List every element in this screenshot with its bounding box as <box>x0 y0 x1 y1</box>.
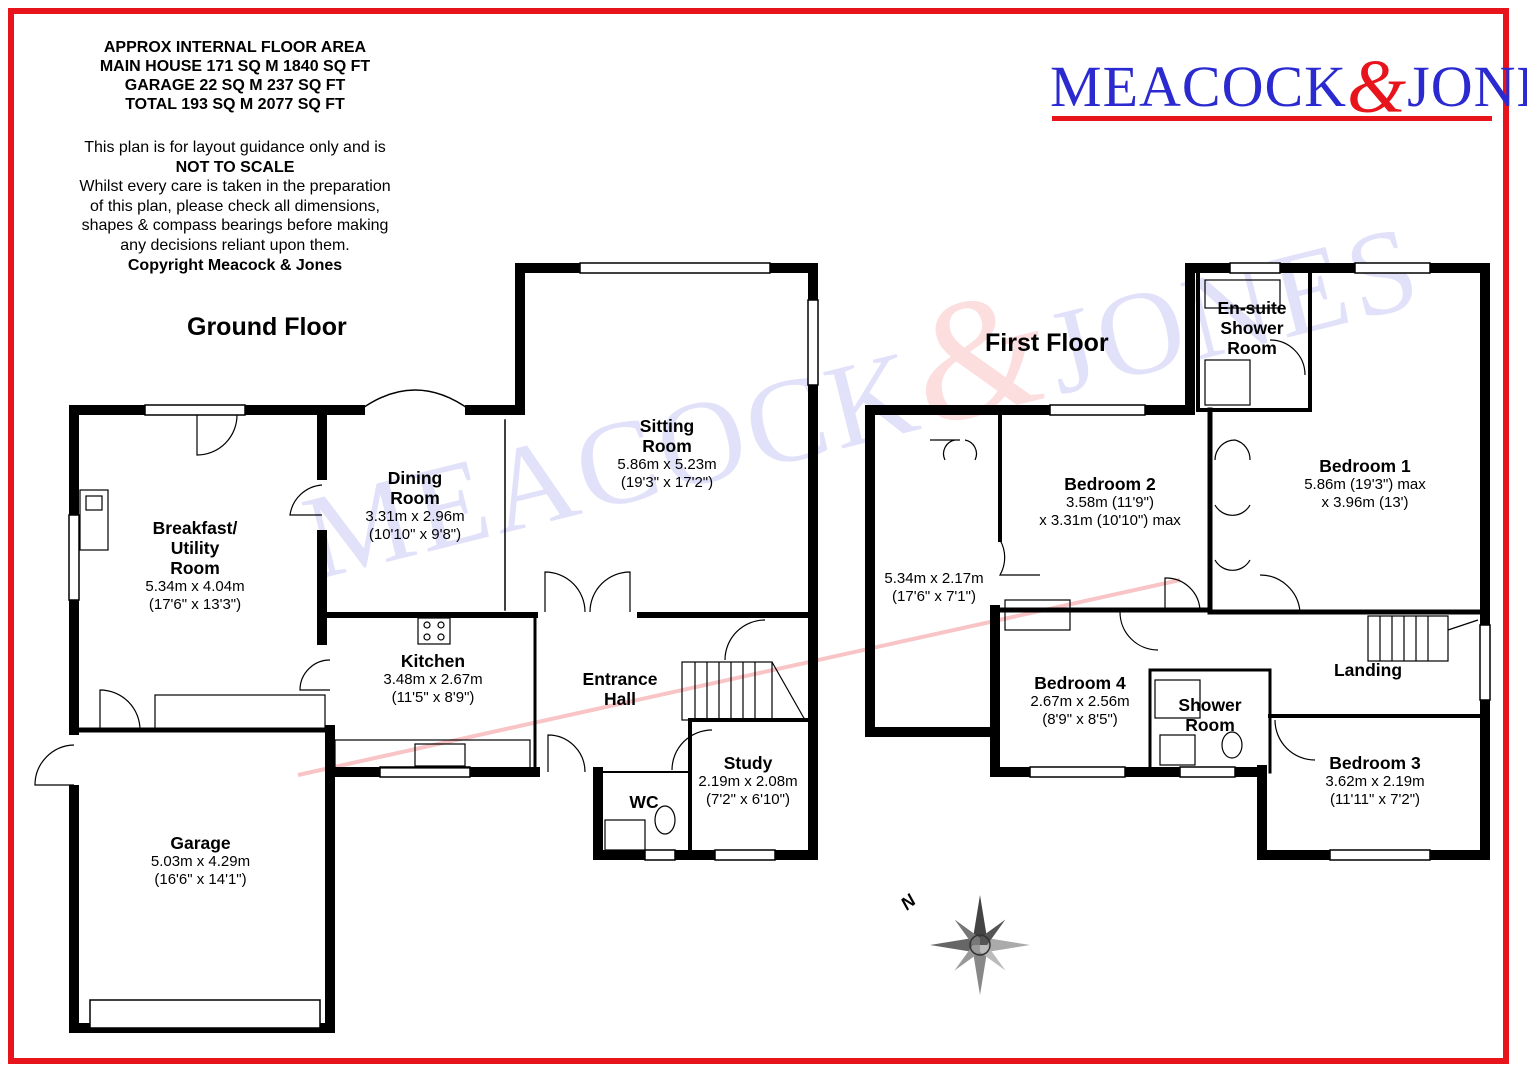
room-metric-size: 5.34m x 2.17m <box>884 570 984 587</box>
brand-logo: MEACOCK&JONES <box>1050 44 1527 131</box>
logo-text-right: JONES <box>1407 54 1527 119</box>
room-name: WC <box>629 792 659 812</box>
disclaimer-line: of this plan, please check all dimension… <box>90 197 380 215</box>
room-name: Study <box>723 753 773 773</box>
room-name: Room <box>170 558 220 578</box>
ground-floor-fixtures <box>79 489 676 851</box>
disclaimer-line: any decisions reliant upon them. <box>120 236 350 254</box>
room-name: Bedroom 4 <box>1034 673 1126 693</box>
room-name: Shower <box>1220 318 1284 338</box>
room-imperial-size: (16'6" x 14'1") <box>154 871 247 888</box>
room-name: Hall <box>603 689 637 709</box>
first-floor-fixtures <box>1004 279 1281 766</box>
room-imperial-size: x 3.31m (10'10") max <box>1039 512 1181 529</box>
floor-area-garage: GARAGE 22 SQ M 237 SQ FT <box>124 77 346 94</box>
room-metric-size: 3.31m x 2.96m <box>365 508 465 525</box>
disclaimer: This plan is for layout guidance only an… <box>40 138 430 275</box>
room-imperial-size: (17'6" x 7'1") <box>892 588 976 605</box>
room-unlabelled: 5.34m x 2.17m (17'6" x 7'1") <box>872 570 996 606</box>
room-bedroom-1: Bedroom 1 5.86m (19'3") max x 3.96m (13'… <box>1285 456 1445 512</box>
room-name: Bedroom 1 <box>1319 456 1411 476</box>
ground-floor-doors <box>34 414 766 786</box>
room-imperial-size: (17'6" x 13'3") <box>148 596 242 613</box>
room-metric-size: 5.03m x 4.29m <box>150 853 251 870</box>
room-name: Sitting <box>639 416 695 436</box>
first-floor-doors <box>930 339 1316 761</box>
room-bedroom-4: Bedroom 4 2.67m x 2.56m (8'9" x 8'5") <box>1010 673 1150 729</box>
room-imperial-size: (19'3" x 17'2") <box>620 474 714 491</box>
first-floor-windows <box>1029 262 1491 861</box>
copyright-notice: Copyright Meacock & Jones <box>127 256 343 274</box>
disclaimer-line: shapes & compass bearings before making <box>81 217 389 235</box>
page-border <box>8 8 1509 1064</box>
room-metric-size: 5.86m (19'3") max <box>1304 476 1426 493</box>
room-entrance-hall: Entrance Hall <box>565 669 675 709</box>
logo-underline <box>1052 116 1492 121</box>
room-name: Utility <box>170 538 220 558</box>
first-floor-stairs <box>1367 615 1479 662</box>
room-metric-size: 3.62m x 2.19m <box>1325 773 1425 790</box>
room-metric-size: 3.48m x 2.67m <box>383 671 483 688</box>
room-metric-size: 2.67m x 2.56m <box>1030 693 1130 710</box>
room-metric-size: 2.19m x 2.08m <box>698 773 798 790</box>
room-name: Shower <box>1178 695 1242 715</box>
room-shower: Shower Room <box>1165 695 1255 735</box>
room-wc: WC <box>622 792 666 812</box>
room-name: Room <box>390 488 440 508</box>
first-floor-title: First Floor <box>985 329 1109 357</box>
room-metric-size: 5.34m x 4.04m <box>145 578 245 595</box>
room-dining: Dining Room 3.31m x 2.96m (10'10" x 9'8"… <box>345 468 485 544</box>
room-name: Garage <box>170 833 231 853</box>
room-name: Bedroom 3 <box>1329 753 1421 773</box>
ground-floor-windows <box>68 262 819 1029</box>
floor-area-title: APPROX INTERNAL FLOOR AREA <box>103 39 367 56</box>
logo-ampersand: & <box>1347 45 1408 129</box>
room-bedroom-2: Bedroom 2 3.58m (11'9") x 3.31m (10'10")… <box>1020 474 1200 530</box>
room-landing: Landing <box>1318 660 1418 680</box>
room-imperial-size: (7'2" x 6'10") <box>706 791 790 808</box>
room-study: Study 2.19m x 2.08m (7'2" x 6'10") <box>688 753 808 809</box>
compass-rose <box>930 895 1030 995</box>
room-name: Breakfast/ <box>152 518 238 538</box>
room-name: Dining <box>387 468 443 488</box>
room-metric-size: 3.58m (11'9") <box>1066 494 1154 511</box>
ground-floor-stairs <box>681 661 806 721</box>
room-bedroom-3: Bedroom 3 3.62m x 2.19m (11'11" x 7'2") <box>1300 753 1450 809</box>
room-sitting: Sitting Room 5.86m x 5.23m (19'3" x 17'2… <box>592 416 742 492</box>
room-kitchen: Kitchen 3.48m x 2.67m (11'5" x 8'9") <box>363 651 503 707</box>
room-name: Kitchen <box>400 651 466 671</box>
bay-window <box>359 389 471 411</box>
not-to-scale-notice: NOT TO SCALE <box>175 158 295 176</box>
ground-floor-walls <box>69 263 818 1033</box>
floor-area-summary: APPROX INTERNAL FLOOR AREA MAIN HOUSE 17… <box>40 38 430 114</box>
room-garage: Garage 5.03m x 4.29m (16'6" x 14'1") <box>128 833 273 889</box>
room-name: Room <box>642 436 692 456</box>
room-name: Room <box>1227 338 1277 358</box>
room-imperial-size: (11'5" x 8'9") <box>391 689 475 706</box>
room-name: Bedroom 2 <box>1064 474 1156 494</box>
room-name: Entrance <box>582 669 658 689</box>
floor-area-main-house: MAIN HOUSE 171 SQ M 1840 SQ FT <box>99 58 371 75</box>
disclaimer-line: This plan is for layout guidance only an… <box>84 139 386 156</box>
room-name: Landing <box>1333 660 1403 680</box>
room-imperial-size: (8'9" x 8'5") <box>1042 711 1118 728</box>
room-name: En-suite <box>1217 298 1287 318</box>
room-ensuite: En-suite Shower Room <box>1210 298 1294 358</box>
floor-area-total: TOTAL 193 SQ M 2077 SQ FT <box>125 96 345 113</box>
room-imperial-size: (10'10" x 9'8") <box>368 526 462 543</box>
ground-floor-title: Ground Floor <box>187 313 347 341</box>
room-imperial-size: (11'11" x 7'2") <box>1329 791 1421 808</box>
disclaimer-line: Whilst every care is taken in the prepar… <box>79 178 391 196</box>
room-metric-size: 5.86m x 5.23m <box>617 456 717 473</box>
room-imperial-size: x 3.96m (13') <box>1321 494 1409 511</box>
room-name: Room <box>1185 715 1235 735</box>
logo-text-left: MEACOCK <box>1050 54 1348 119</box>
room-breakfast-utility: Breakfast/ Utility Room 5.34m x 4.04m (1… <box>110 518 280 614</box>
